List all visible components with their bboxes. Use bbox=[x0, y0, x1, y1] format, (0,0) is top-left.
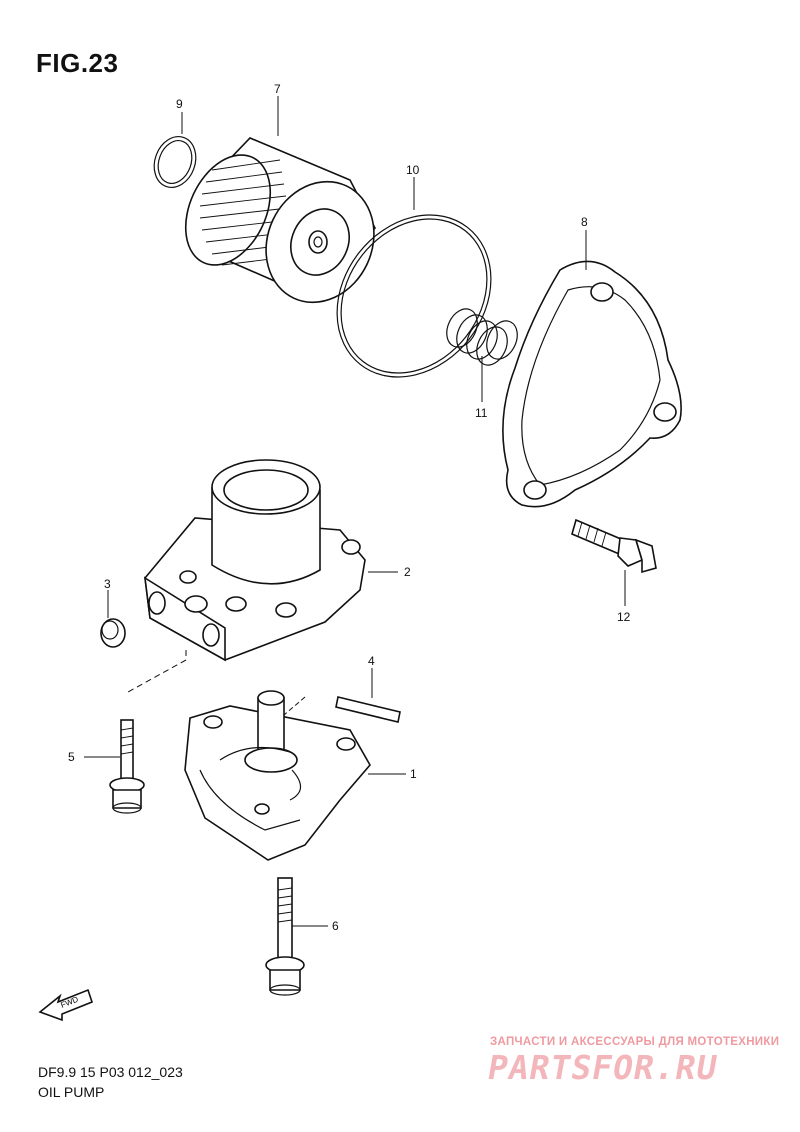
part-2-pump-body[interactable] bbox=[143, 459, 366, 662]
callout-10: 10 bbox=[406, 163, 420, 177]
assembly-guide-lines bbox=[127, 650, 306, 716]
part-9-o-ring[interactable] bbox=[147, 131, 202, 194]
callout-5: 5 bbox=[68, 750, 75, 764]
part-7-oil-filter[interactable] bbox=[169, 137, 393, 320]
watermark-tagline: ЗАПЧАСТИ И АКСЕССУАРЫ ДЛЯ МОТОТЕХНИКИ bbox=[490, 1036, 780, 1048]
callout-1: 1 bbox=[410, 767, 417, 781]
callout-4: 4 bbox=[368, 654, 375, 668]
figure-title: FIG.23 bbox=[36, 48, 119, 78]
fwd-arrow-icon: FWD bbox=[38, 988, 93, 1022]
part-4-pin[interactable] bbox=[335, 696, 401, 723]
watermark-logo: PARTSFOR.RU bbox=[484, 1048, 721, 1087]
part-8-cover[interactable] bbox=[502, 260, 682, 508]
callout-8: 8 bbox=[581, 215, 588, 229]
part-1-pump-housing[interactable] bbox=[184, 690, 371, 861]
callout-leaders bbox=[84, 96, 626, 927]
callout-9: 9 bbox=[176, 97, 183, 111]
callout-7: 7 bbox=[274, 82, 281, 96]
figure-code: DF9.9 15 P03 012_023 bbox=[38, 1064, 183, 1080]
part-10-o-ring-large[interactable] bbox=[305, 184, 522, 407]
callout-3: 3 bbox=[104, 577, 111, 591]
part-3-plug[interactable] bbox=[100, 618, 126, 648]
callout-12: 12 bbox=[617, 610, 631, 624]
part-12-bolt[interactable] bbox=[571, 518, 657, 574]
callout-numbers: 9 7 10 8 11 12 2 3 4 1 5 6 bbox=[68, 82, 631, 933]
figure-name: OIL PUMP bbox=[38, 1084, 105, 1100]
callout-11: 11 bbox=[475, 406, 488, 420]
callout-2: 2 bbox=[404, 565, 411, 579]
part-5-bolt[interactable] bbox=[109, 719, 145, 814]
callout-6: 6 bbox=[332, 919, 339, 933]
part-11-spring[interactable] bbox=[441, 304, 523, 370]
part-6-bolt-long[interactable] bbox=[265, 877, 305, 996]
